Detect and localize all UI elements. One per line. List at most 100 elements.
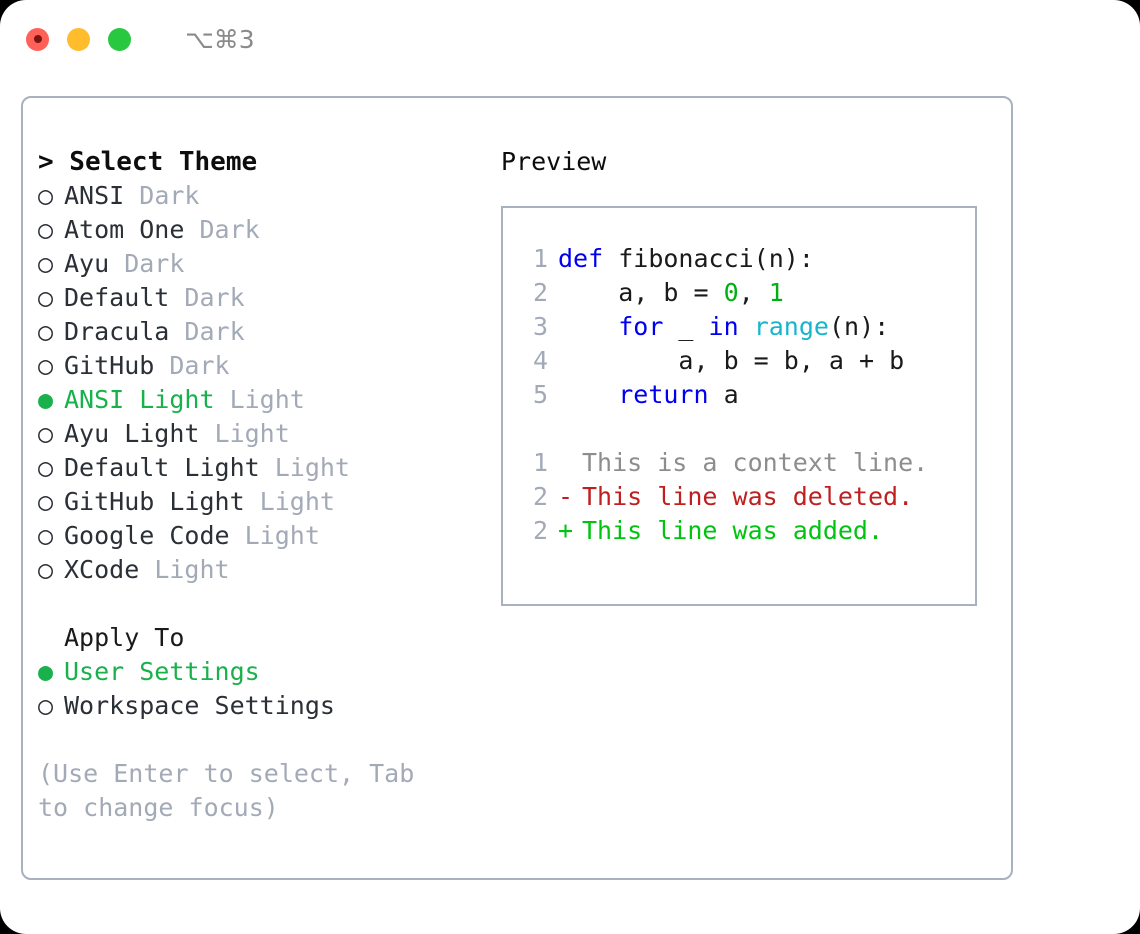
- theme-option-name: Dracula: [64, 317, 170, 346]
- theme-option[interactable]: ○ Atom One Dark: [38, 213, 488, 247]
- code-token: a: [708, 380, 739, 409]
- radio-unselected-icon: ○: [38, 419, 54, 448]
- theme-option-name: Default Light: [64, 453, 260, 482]
- diff-line: 2+This line was added.: [503, 514, 975, 548]
- theme-option-kind: Light: [229, 521, 320, 550]
- diff-text: This line was deleted.: [582, 482, 914, 511]
- theme-option-name: ANSI Light: [64, 385, 215, 414]
- theme-option-name: Atom One: [64, 215, 185, 244]
- code-token: 0: [723, 278, 739, 307]
- maximize-button[interactable]: [108, 27, 131, 51]
- theme-option-kind: Light: [244, 487, 335, 516]
- apply-to-option-name: User Settings: [64, 657, 260, 686]
- line-number: 2: [532, 482, 548, 511]
- code-token: for: [618, 312, 664, 341]
- line-number: 1: [532, 244, 548, 273]
- code-line: 4 a, b = b, a + b: [503, 344, 975, 378]
- theme-option[interactable]: ○Ayu Dark: [38, 247, 488, 281]
- code-line: 5 return a: [503, 378, 975, 412]
- title-bar: ⌥⌘3: [0, 0, 1140, 78]
- keyboard-shortcut-label: ⌥⌘3: [185, 24, 255, 54]
- code-line: 3 for _ in range(n):: [503, 310, 975, 344]
- minimize-button[interactable]: [67, 27, 90, 51]
- line-number: 1: [532, 448, 548, 477]
- theme-option-name: Google Code: [64, 521, 230, 550]
- radio-unselected-icon: ○: [38, 351, 54, 380]
- radio-unselected-icon: ○: [38, 691, 54, 720]
- preview-spacer: [503, 412, 975, 446]
- line-number: 2: [532, 516, 548, 545]
- code-token: 1: [768, 278, 784, 307]
- keyboard-hint-text: (Use Enter to select, Tab to change focu…: [38, 759, 430, 822]
- diff-marker: [558, 446, 582, 480]
- apply-to-option[interactable]: ○Workspace Settings: [38, 689, 488, 723]
- theme-option[interactable]: ○ GitHub Light Light: [38, 485, 488, 519]
- main-panel: > Select Theme ○ANSI Dark○Atom One Dark○…: [21, 96, 1013, 880]
- code-token: in: [708, 312, 739, 341]
- radio-unselected-icon: ○: [38, 181, 54, 210]
- radio-selected-icon: ●: [38, 657, 54, 686]
- code-token: (n):: [828, 312, 890, 341]
- code-token: def: [558, 244, 604, 273]
- theme-option[interactable]: ○Default Dark: [38, 281, 488, 315]
- code-token: return: [618, 380, 709, 409]
- select-theme-heading: > Select Theme: [38, 147, 258, 177]
- theme-option[interactable]: ○ANSI Dark: [38, 179, 488, 213]
- theme-option-name: GitHub Light: [64, 487, 245, 516]
- code-token: ,: [738, 278, 769, 307]
- diff-marker: +: [558, 516, 574, 545]
- code-token: a, b =: [558, 278, 724, 307]
- theme-option[interactable]: ○Dracula Dark: [38, 315, 488, 349]
- theme-option-name: XCode: [64, 555, 140, 584]
- diff-text: This is a context line.: [582, 448, 929, 477]
- apply-to-option[interactable]: ● User Settings: [38, 655, 488, 689]
- line-number: 5: [532, 380, 548, 409]
- radio-unselected-icon: ○: [38, 453, 54, 482]
- theme-option[interactable]: ○ Default Light Light: [38, 451, 488, 485]
- code-token: a, b = b, a + b: [558, 346, 905, 375]
- code-line: 2 a, b = 0, 1: [503, 276, 975, 310]
- diff-line: 1 This is a context line.: [503, 446, 975, 480]
- preview-heading: Preview: [501, 147, 607, 176]
- code-token: [558, 380, 618, 409]
- theme-selection-column: > Select Theme ○ANSI Dark○Atom One Dark○…: [38, 145, 488, 825]
- traffic-lights: [26, 27, 131, 51]
- code-token: fibonacci(n):: [618, 244, 814, 273]
- apply-to-list: ● User Settings ○Workspace Settings: [38, 655, 488, 723]
- theme-option-kind: Dark: [109, 249, 185, 278]
- close-button[interactable]: [26, 27, 49, 51]
- theme-list: ○ANSI Dark○Atom One Dark○Ayu Dark○Defaul…: [38, 179, 488, 587]
- theme-option[interactable]: ○ XCode Light: [38, 553, 488, 587]
- theme-option-kind: Light: [199, 419, 290, 448]
- theme-option-name: GitHub: [64, 351, 155, 380]
- code-token: [739, 312, 754, 341]
- radio-unselected-icon: ○: [38, 283, 54, 312]
- theme-option[interactable]: ○Google Code Light: [38, 519, 488, 553]
- theme-option[interactable]: ● ANSI Light Light: [38, 383, 488, 417]
- radio-unselected-icon: ○: [38, 555, 54, 584]
- diff-line: 2-This line was deleted.: [503, 480, 975, 514]
- code-token: range: [753, 312, 829, 341]
- line-number: 3: [532, 312, 548, 341]
- theme-option-kind: Light: [214, 385, 305, 414]
- radio-unselected-icon: ○: [38, 215, 54, 244]
- diff-sample: 1 This is a context line.2-This line was…: [503, 446, 975, 548]
- theme-option-kind: Dark: [184, 215, 260, 244]
- theme-option[interactable]: ○Ayu Light Light: [38, 417, 488, 451]
- theme-option-kind: Dark: [169, 317, 245, 346]
- theme-option-kind: Light: [259, 453, 350, 482]
- theme-option-kind: Light: [139, 555, 230, 584]
- line-number: 2: [532, 278, 548, 307]
- radio-unselected-icon: ○: [38, 249, 54, 278]
- code-token: [603, 244, 618, 273]
- radio-unselected-icon: ○: [38, 487, 54, 516]
- theme-option-kind: Dark: [154, 351, 230, 380]
- apply-to-section: Apply To ●User Settings○Workspace Settin…: [38, 621, 488, 723]
- radio-selected-icon: ●: [38, 385, 54, 414]
- theme-option[interactable]: ○ GitHub Dark: [38, 349, 488, 383]
- theme-option-name: Default: [64, 283, 170, 312]
